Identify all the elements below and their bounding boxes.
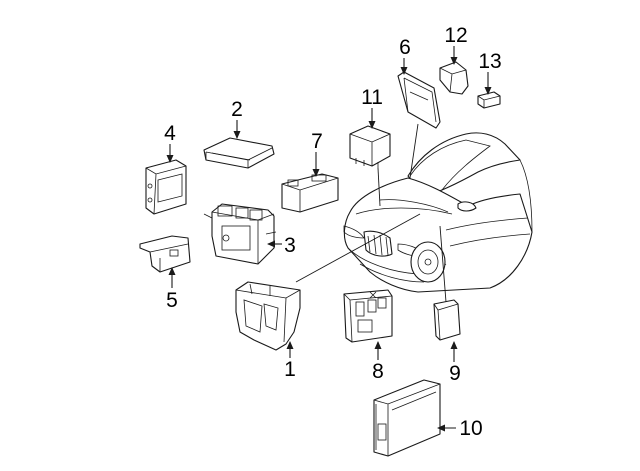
part-10-control-unit xyxy=(373,379,441,457)
part-1-housing xyxy=(235,281,301,351)
part-8-fuse-box xyxy=(343,289,393,343)
leader-line-9-car xyxy=(439,225,447,303)
part-2-module xyxy=(203,137,275,169)
part-6-module xyxy=(397,71,441,129)
callout-9: 9 xyxy=(449,362,461,385)
leader-line-6-car xyxy=(409,123,419,179)
part-13-clip xyxy=(477,91,501,109)
callout-4: 4 xyxy=(164,122,176,145)
callout-6: 6 xyxy=(399,36,411,59)
callout-2: 2 xyxy=(231,98,243,121)
callout-11: 11 xyxy=(361,86,383,109)
part-11-relay xyxy=(349,125,391,168)
callout-8: 8 xyxy=(372,360,384,383)
callout-7: 7 xyxy=(311,130,323,153)
callout-5: 5 xyxy=(166,289,178,312)
callout-3: 3 xyxy=(284,234,296,257)
callout-1: 1 xyxy=(284,358,296,381)
part-3-fuse-block xyxy=(203,203,277,265)
part-9-module xyxy=(433,299,461,341)
leader-line-1-car xyxy=(295,213,421,283)
part-4-ecu xyxy=(145,159,187,215)
callout-12: 12 xyxy=(444,24,467,47)
callout-13: 13 xyxy=(478,50,501,73)
vehicle-illustration xyxy=(343,132,533,293)
part-12-bracket xyxy=(439,61,469,95)
part-5-module xyxy=(139,235,191,273)
leader-line-11-car xyxy=(377,167,381,207)
part-7-module xyxy=(281,173,339,213)
callout-10: 10 xyxy=(459,417,482,440)
